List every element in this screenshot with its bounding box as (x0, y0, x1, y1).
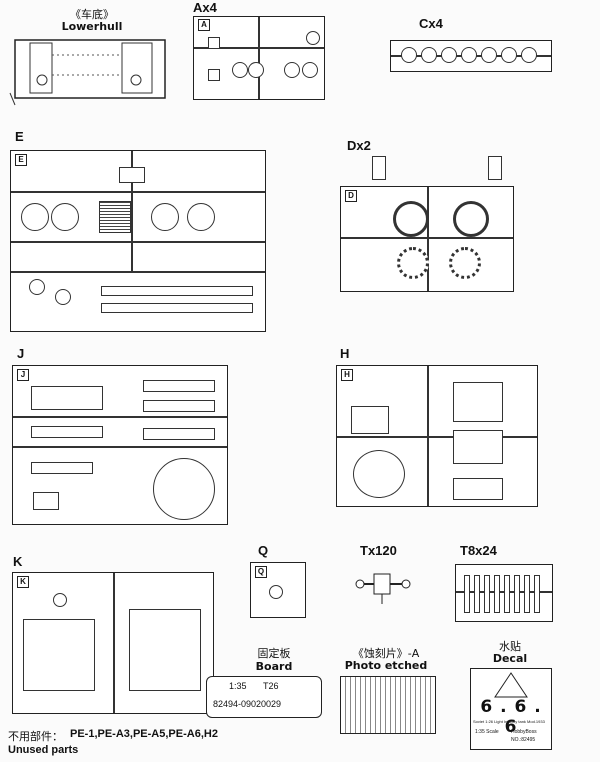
unused-en-label: Unused parts (8, 744, 79, 756)
unused-cn-label: 不用部件： (8, 730, 63, 743)
sprue-e-tab: E (15, 154, 27, 166)
sprue-j-tab: J (17, 369, 29, 381)
sprue-h-frame: H (336, 365, 538, 507)
sprue-d-part (372, 156, 386, 180)
decal-brand: HobbyBoss (511, 729, 537, 735)
sprue-a-frame: A (193, 16, 325, 100)
sprue-j-frame: J (12, 365, 228, 525)
sprue-e-label: E (15, 129, 24, 144)
decal-numbers: 6 . 6 . 6 (480, 697, 542, 737)
sprue-a-label: Ax4 (193, 0, 217, 15)
decal-en-label: Decal (492, 652, 528, 665)
sprue-c-frame (390, 40, 552, 72)
sprue-q-frame: Q (250, 562, 306, 618)
board-code: 82494-09020029 (213, 699, 282, 709)
sprue-j-label: J (17, 346, 25, 361)
unused-parts-list: PE-1,PE-A3,PE-A5,PE-A6,H2 (70, 728, 218, 740)
sprue-d-frame: D (340, 186, 514, 292)
decal-line1: Soviet 1:26 Light Infantry tank Mod.1933 (473, 719, 545, 724)
sprue-q-label: Q (258, 543, 269, 558)
lowerhull-en-label: Lowerhull (61, 20, 123, 33)
sprue-q-tab: Q (255, 566, 267, 578)
photo-en-label: Photo etched (344, 659, 428, 672)
lowerhull-cn-label: 《车底》 (70, 8, 114, 21)
decal-no: NO.:82495 (511, 737, 536, 743)
photo-cn-label: 《蚀刻片》-A (352, 647, 420, 660)
sprue-k-frame: K (12, 572, 214, 714)
sprue-h-tab: H (341, 369, 353, 381)
board-model: T26 (263, 681, 279, 691)
sprue-e-frame: E (10, 150, 266, 332)
tx120-label: Tx120 (360, 543, 397, 558)
decal-sheet: 6 . 6 . 6 Soviet 1:26 Light Infantry tan… (470, 668, 552, 750)
board-en-label: Board (255, 660, 293, 673)
triangle-icon (494, 672, 528, 698)
track-link-drawing (355, 573, 411, 604)
board-cn-label: 固定板 (257, 647, 291, 660)
board-scale: 1:35 (229, 681, 247, 691)
sprue-h-label: H (340, 346, 350, 361)
decal-scale: 1:35 Scale (475, 729, 499, 735)
sprue-d-part (488, 156, 502, 180)
sprue-k-label: K (13, 554, 23, 569)
decal-cn-label: 水贴 (499, 640, 521, 653)
sprue-d-tab: D (345, 190, 357, 202)
photo-etched-fret (340, 676, 436, 734)
sprue-c-label: Cx4 (419, 16, 443, 31)
sprue-k-tab: K (17, 576, 29, 588)
t8x24-label: T8x24 (460, 543, 497, 558)
sprue-d-label: Dx2 (347, 138, 371, 153)
sprue-a-tab: A (198, 19, 210, 31)
board-plate: 1:35 T26 82494-09020029 (206, 676, 322, 718)
lowerhull-drawing (9, 39, 166, 106)
sprue-t8-frame (455, 564, 553, 622)
